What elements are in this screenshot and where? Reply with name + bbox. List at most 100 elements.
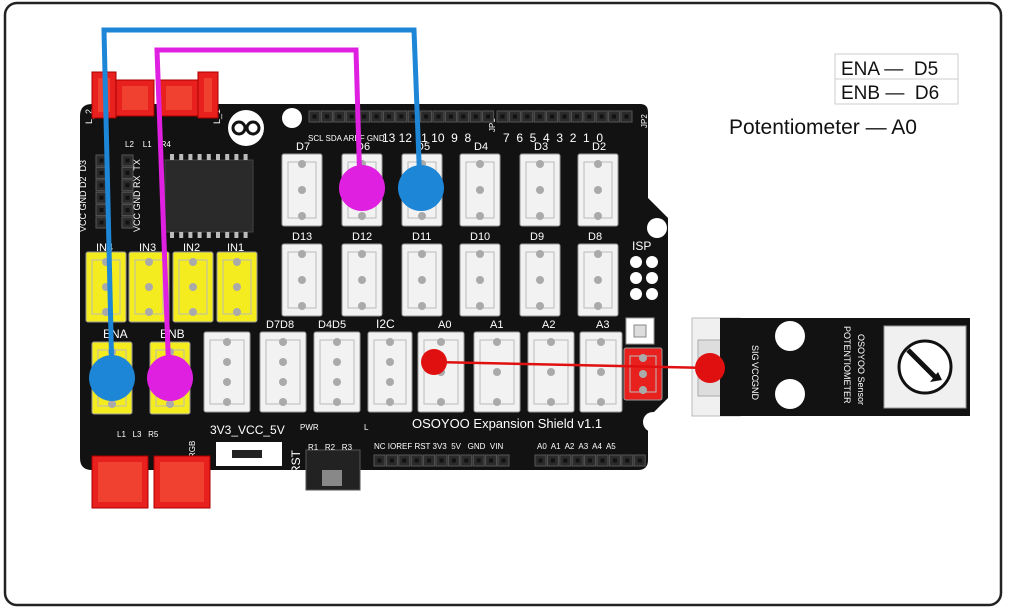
- socket-pin: [279, 378, 287, 386]
- wire-end-ena: [89, 355, 135, 401]
- motor-connector-bottom-a: [91, 455, 149, 509]
- socket-pin: [223, 358, 231, 366]
- socket-pin: [333, 378, 341, 386]
- header-pin-hole: [374, 114, 379, 119]
- socket-d2: [577, 153, 619, 227]
- header-pin-hole: [538, 458, 543, 463]
- chip-pin: [216, 232, 220, 238]
- socket-pin: [597, 368, 605, 376]
- driver-chip: [164, 159, 254, 233]
- socket-d10: [459, 243, 501, 317]
- socket-pin: [358, 302, 366, 310]
- row3-label: A0: [438, 319, 451, 331]
- chip-pins: [170, 154, 248, 238]
- socket-pin: [547, 338, 555, 346]
- socket-pin: [493, 398, 501, 406]
- socket-row3-6: [527, 331, 575, 413]
- pin-vcc: VCC: [750, 362, 760, 382]
- socket-pin: [189, 283, 197, 291]
- header-pin-hole: [439, 458, 444, 463]
- socket-in4: [85, 251, 127, 323]
- socket-row3-0: [203, 331, 251, 413]
- header-pin-hole: [99, 195, 104, 200]
- chip-pin: [179, 154, 184, 160]
- top-header-left: [308, 110, 495, 123]
- header-pin-hole: [377, 458, 382, 463]
- row1-label: D4: [474, 141, 488, 153]
- left-vertical-label-b: VCC GND RX TX: [132, 159, 142, 232]
- socket-pin: [223, 398, 231, 406]
- header-pin-hole: [99, 183, 104, 188]
- socket-pin: [476, 160, 484, 168]
- mount-hole: [282, 108, 302, 128]
- row3-label: I2C: [376, 317, 395, 331]
- connector-inner: [160, 462, 204, 502]
- in-label: IN3: [139, 242, 156, 254]
- wires: [89, 27, 725, 401]
- connector-inner: [204, 78, 212, 112]
- socket-pin: [639, 354, 647, 362]
- header-pin-hole: [424, 114, 429, 119]
- module-brand: OSOYOO Sensor: [856, 334, 866, 405]
- socket-pin: [223, 378, 231, 386]
- socket-pin: [536, 160, 544, 168]
- socket-pin: [594, 276, 602, 284]
- header-pin-hole: [324, 114, 329, 119]
- rgb-label: RGB: [188, 441, 197, 458]
- power-header: [373, 454, 510, 467]
- socket-pin: [333, 358, 341, 366]
- top-small-label: L2 L1 R4: [125, 140, 171, 149]
- socket-body: [313, 331, 361, 413]
- l2-label: L_2: [84, 109, 94, 124]
- header-pin-hole: [473, 114, 478, 119]
- socket-pin: [386, 398, 394, 406]
- header-pin-hole: [125, 170, 130, 175]
- potentiometer-module: SIG VCC GND POTENTIOMETER OSOYOO Sensor: [691, 317, 970, 417]
- isp-pin: [630, 256, 642, 268]
- socket-body: [367, 331, 413, 413]
- header-pin-hole: [587, 114, 592, 119]
- header-pin-hole: [486, 114, 491, 119]
- row3-label: A1: [490, 319, 503, 331]
- chip-pin: [197, 154, 202, 160]
- chip-pin: [188, 232, 193, 238]
- row1-label: D7: [296, 141, 310, 153]
- socket-pin: [476, 212, 484, 220]
- header-numbers-b: 7 6 5 4 3 2 1 0: [503, 131, 603, 145]
- isp-header: [625, 256, 658, 345]
- expansion-shield: SCL SDA AREF GND 13 12 11 10 9 8 7 6 5 4…: [78, 104, 668, 491]
- left-header-b: [121, 154, 134, 229]
- socket-pin: [298, 160, 306, 168]
- isp-pin: [646, 288, 658, 300]
- header-pin-hole: [125, 208, 130, 213]
- socket-row3-5: [473, 331, 521, 413]
- module-hole: [775, 379, 805, 409]
- socket-pin: [166, 400, 174, 408]
- header-pin-hole: [550, 114, 555, 119]
- socket-pin: [189, 308, 197, 316]
- socket-pin: [386, 338, 394, 346]
- header-pin-hole: [362, 114, 367, 119]
- pin-legend: ENA — D5 ENB — D6 Potentiometer — A0: [729, 53, 959, 139]
- header-pin-hole: [99, 208, 104, 213]
- header-pin-hole: [563, 458, 568, 463]
- row2-label: D12: [352, 231, 372, 243]
- chip-pin: [216, 154, 220, 160]
- analog-header: [534, 454, 646, 467]
- header-pin-hole: [550, 458, 555, 463]
- jp1-label: JP1: [488, 118, 497, 132]
- header-pin-hole: [99, 170, 104, 175]
- motor-connector-bottom-b: [153, 455, 211, 509]
- header-pin-hole: [575, 458, 580, 463]
- socket-pin: [639, 370, 647, 378]
- socket-pin: [233, 258, 241, 266]
- chip-pin: [243, 232, 248, 238]
- connector-inner: [98, 462, 142, 502]
- header-pin-hole: [125, 183, 130, 188]
- header-pin-hole: [624, 114, 629, 119]
- socket-pin: [536, 186, 544, 194]
- header-pin-hole: [312, 114, 317, 119]
- ena-label: ENA: [103, 327, 128, 341]
- socket-d7: [281, 153, 323, 227]
